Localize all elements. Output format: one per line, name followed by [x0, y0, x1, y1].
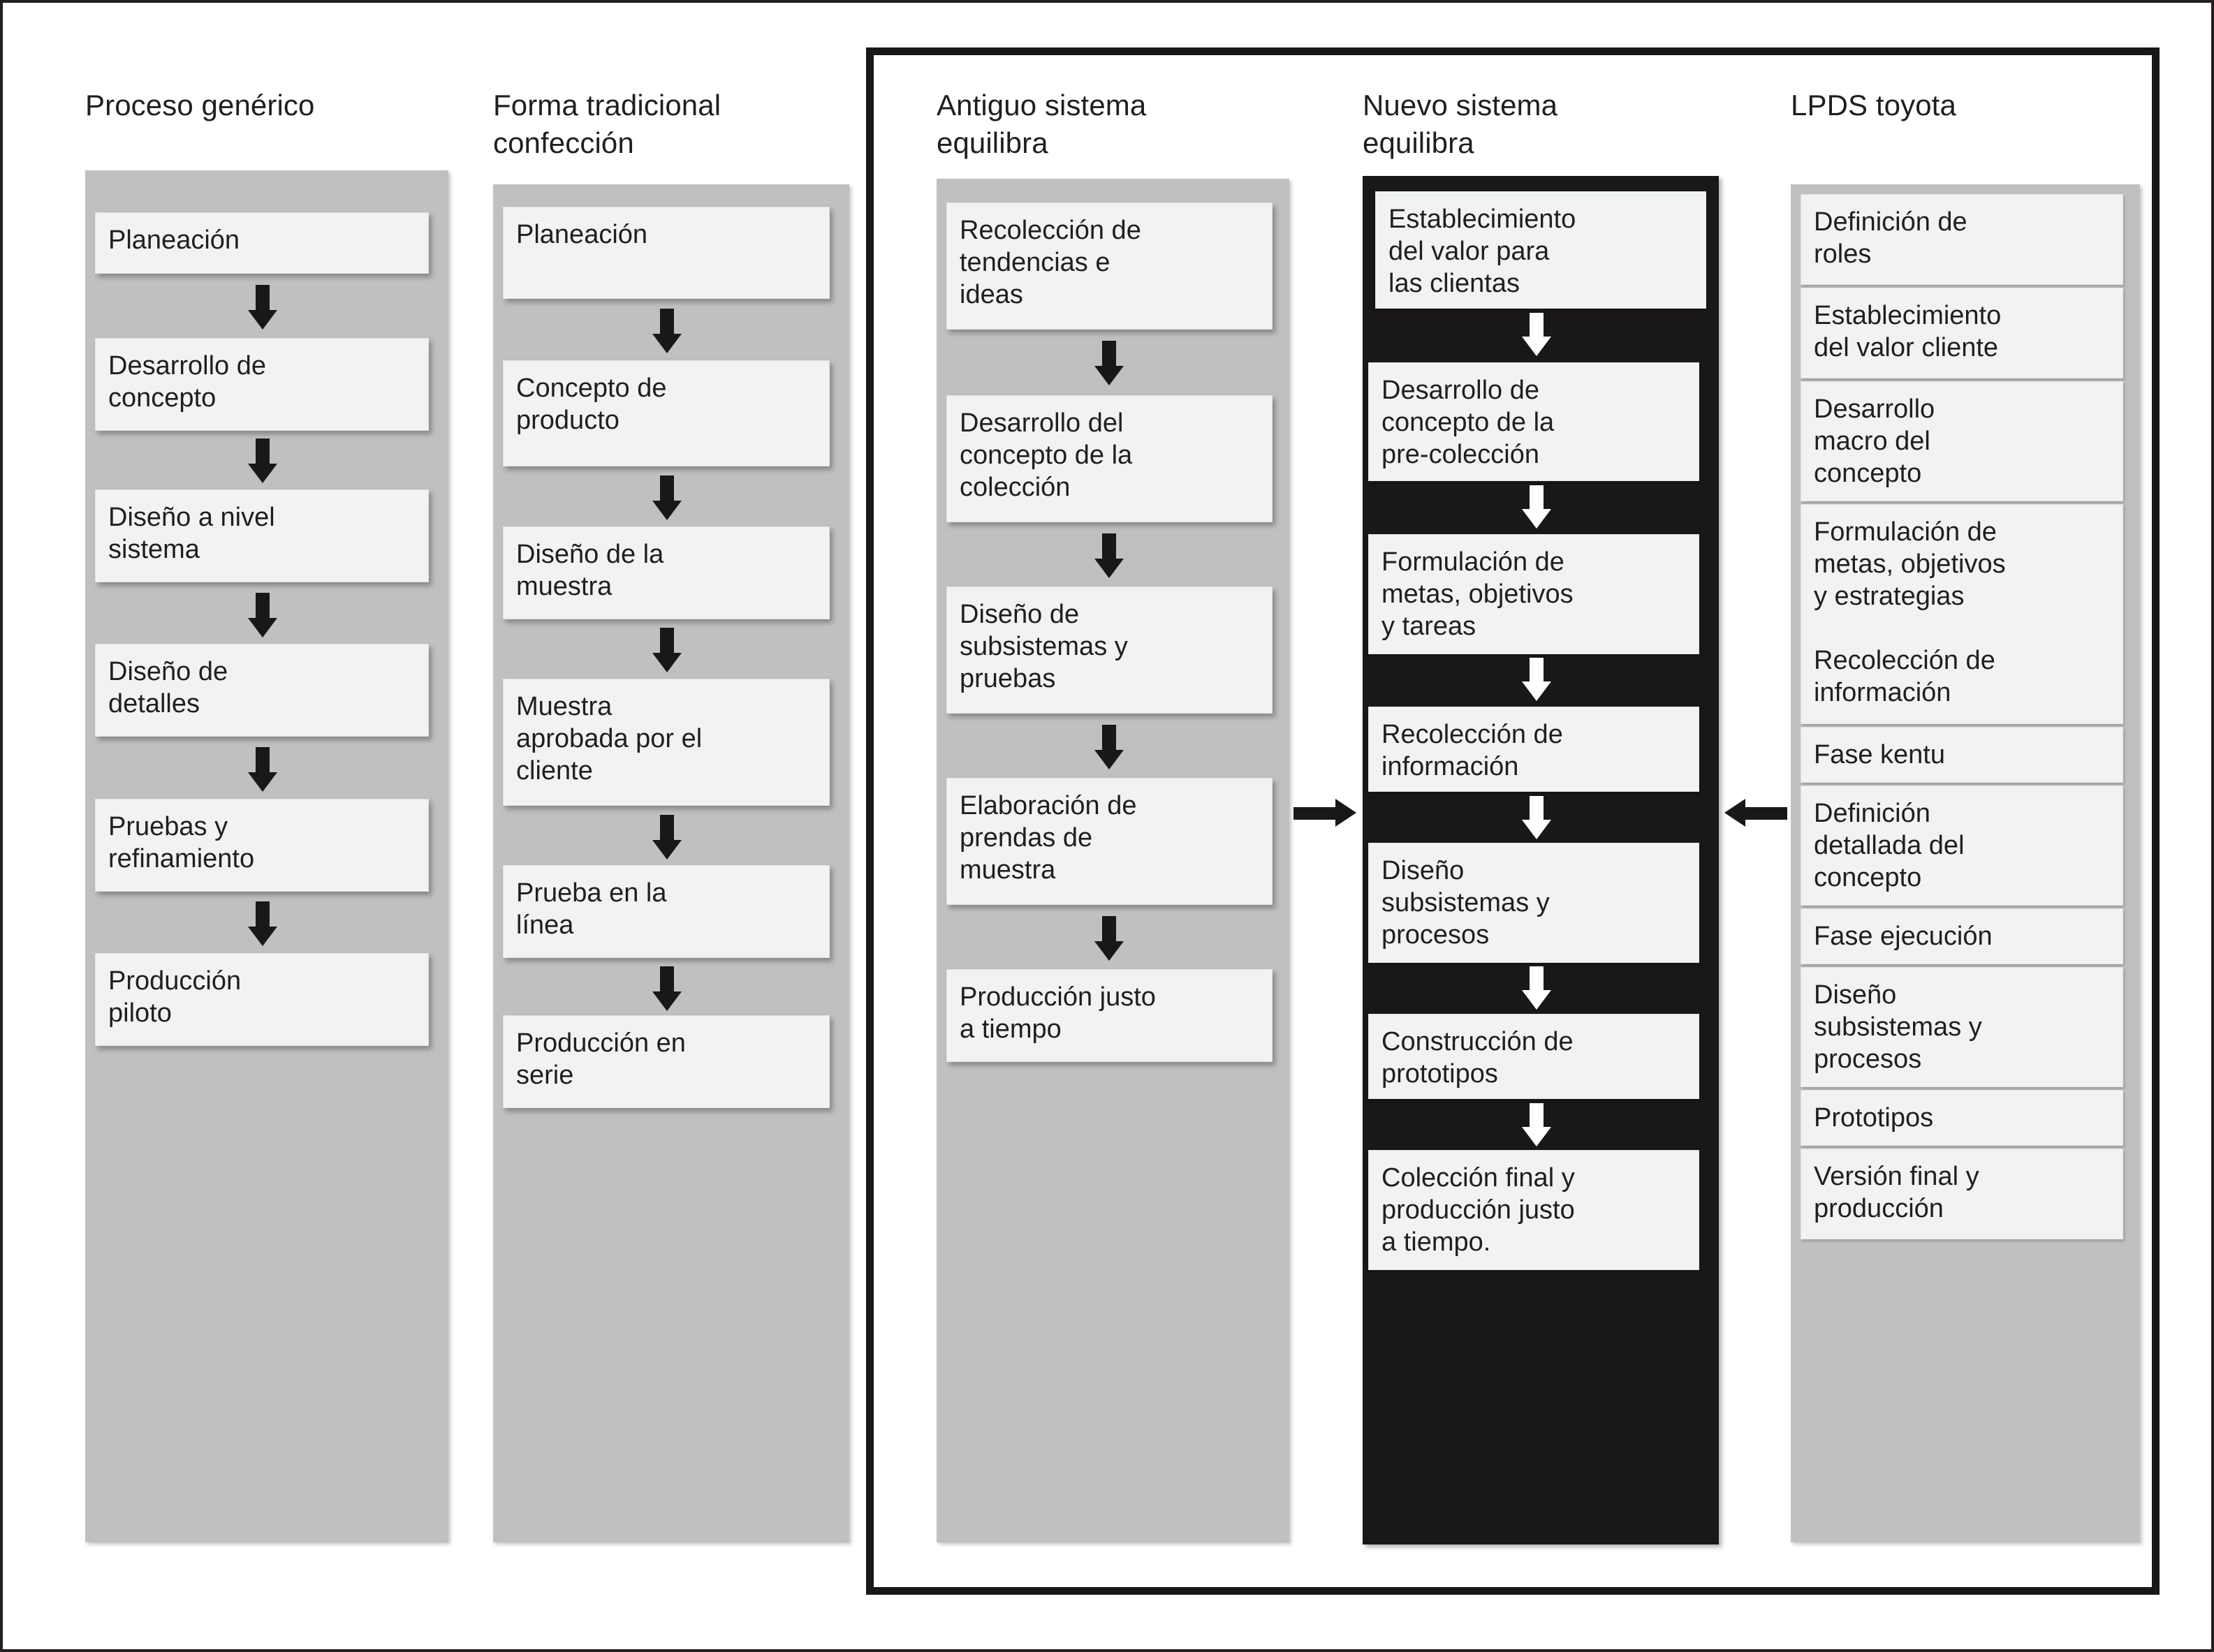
- node-desarrollo-macro-concepto[interactable]: Desarrollo macro del concepto: [1801, 381, 2123, 501]
- node-diseno-subsistemas-procesos-lpds[interactable]: Diseño subsistemas y procesos: [1801, 967, 2123, 1087]
- node-planeacion-generico[interactable]: Planeación: [95, 212, 429, 274]
- node-definicion-roles[interactable]: Definición de roles: [1801, 194, 2123, 285]
- node-fase-kentu[interactable]: Fase kentu: [1801, 727, 2123, 783]
- arrow-down-icon: [1522, 485, 1551, 529]
- node-produccion-serie[interactable]: Producción en serie: [503, 1015, 830, 1108]
- node-establecimiento-valor-clientas[interactable]: Establecimiento del valor para las clien…: [1375, 191, 1706, 309]
- arrow-down-icon: [248, 593, 277, 637]
- arrow-down-icon: [248, 747, 277, 792]
- node-produccion-piloto[interactable]: Producción piloto: [95, 953, 429, 1046]
- node-diseno-subsistemas-procesos-nuevo[interactable]: Diseño subsistemas y procesos: [1368, 843, 1699, 963]
- arrow-left-icon: [1724, 799, 1789, 827]
- node-formulacion-metas-objetivos-tareas[interactable]: Formulación de metas, objetivos y tareas: [1368, 534, 1699, 654]
- column-title-proceso-generico: Proceso genérico: [85, 89, 315, 121]
- column-title-nuevo-sistema: Nuevo sistema equilibra: [1363, 89, 1558, 159]
- arrow-down-icon: [652, 309, 682, 353]
- arrow-down-icon: [1094, 533, 1124, 578]
- node-desarrollo-concepto-generico[interactable]: Desarrollo de concepto: [95, 338, 429, 431]
- arrow-down-icon: [652, 628, 682, 672]
- column-body-antiguo-sistema: Recolección de tendencias e ideas Desarr…: [937, 179, 1289, 1542]
- column-title-lpds-toyota: LPDS toyota: [1791, 89, 1956, 121]
- arrow-down-icon: [1094, 341, 1124, 385]
- arrow-down-icon: [652, 966, 682, 1011]
- arrow-down-icon: [1522, 1103, 1551, 1146]
- column-title-forma-tradicional: Forma tradicional confección: [493, 89, 721, 159]
- arrow-down-icon: [652, 475, 682, 520]
- node-muestra-aprobada-cliente[interactable]: Muestra aprobada por el cliente: [503, 679, 830, 806]
- arrow-down-icon: [652, 815, 682, 860]
- node-concepto-producto[interactable]: Concepto de producto: [503, 360, 830, 466]
- arrow-down-icon: [1522, 658, 1551, 701]
- node-desarrollo-concepto-coleccion[interactable]: Desarrollo del concepto de la colección: [946, 395, 1273, 522]
- arrow-down-icon: [248, 438, 277, 483]
- node-construccion-prototipos[interactable]: Construcción de prototipos: [1368, 1014, 1699, 1099]
- node-diseno-detalles[interactable]: Diseño de detalles: [95, 644, 429, 737]
- node-version-final-produccion[interactable]: Versión final y producción: [1801, 1149, 2123, 1239]
- grouped-systems-frame: [866, 47, 2160, 1595]
- node-recoleccion-informacion-nuevo[interactable]: Recolección de información: [1368, 707, 1699, 792]
- node-diseno-nivel-sistema[interactable]: Diseño a nivel sistema: [95, 489, 429, 582]
- arrow-down-icon: [1522, 313, 1551, 356]
- column-title-antiguo-sistema: Antiguo sistema equilibra: [937, 89, 1147, 159]
- arrow-down-icon: [1522, 966, 1551, 1010]
- arrow-right-icon: [1293, 799, 1358, 827]
- column-body-proceso-generico: Planeación Desarrollo de concepto Diseño…: [85, 170, 448, 1542]
- node-prototipos[interactable]: Prototipos: [1801, 1090, 2123, 1146]
- node-pruebas-refinamiento[interactable]: Pruebas y refinamiento: [95, 799, 429, 892]
- node-diseno-subsistemas-pruebas[interactable]: Diseño de subsistemas y pruebas: [946, 587, 1273, 714]
- node-fase-ejecucion[interactable]: Fase ejecución: [1801, 908, 2123, 964]
- node-desarrollo-concepto-precoleccion[interactable]: Desarrollo de concepto de la pre-colecci…: [1368, 362, 1699, 481]
- arrow-down-icon: [248, 285, 277, 330]
- node-formulacion-metas-recoleccion[interactable]: Formulación de metas, objetivos y estrat…: [1801, 504, 2123, 724]
- arrow-down-icon: [1094, 916, 1124, 961]
- node-planeacion-tradicional[interactable]: Planeación: [503, 207, 830, 299]
- arrow-down-icon: [1522, 796, 1551, 839]
- arrow-down-icon: [248, 901, 277, 946]
- node-definicion-detallada-concepto[interactable]: Definición detallada del concepto: [1801, 786, 2123, 906]
- node-diseno-muestra[interactable]: Diseño de la muestra: [503, 526, 830, 619]
- node-establecimiento-valor-cliente[interactable]: Establecimiento del valor cliente: [1801, 288, 2123, 378]
- node-elaboracion-prendas-muestra[interactable]: Elaboración de prendas de muestra: [946, 778, 1273, 905]
- node-prueba-linea[interactable]: Prueba en la línea: [503, 865, 830, 958]
- node-produccion-justo-a-tiempo[interactable]: Producción justo a tiempo: [946, 969, 1273, 1062]
- node-coleccion-final-produccion[interactable]: Colección final y producción justo a tie…: [1368, 1150, 1699, 1270]
- column-body-nuevo-sistema: Establecimiento del valor para las clien…: [1363, 176, 1719, 1544]
- node-recoleccion-tendencias-ideas[interactable]: Recolección de tendencias e ideas: [946, 202, 1273, 330]
- arrow-down-icon: [1094, 725, 1124, 769]
- column-body-forma-tradicional: Planeación Concepto de producto Diseño d…: [493, 184, 849, 1542]
- column-body-lpds-toyota: Definición de roles Establecimiento del …: [1791, 184, 2140, 1542]
